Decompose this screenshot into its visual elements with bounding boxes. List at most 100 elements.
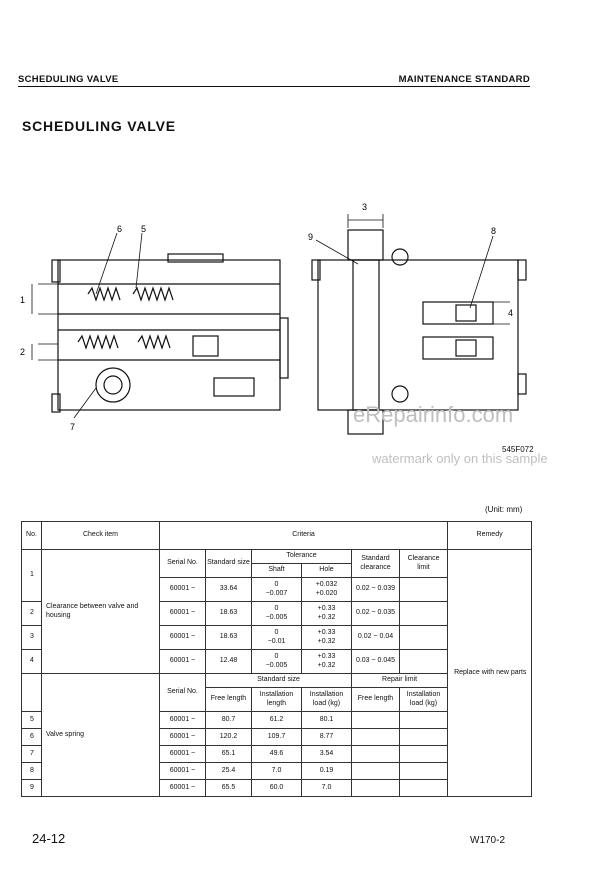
row-no: 3: [21, 625, 42, 650]
serial-cell: 60001 ~: [159, 779, 206, 797]
shaft-cell: 0−0.005: [251, 649, 302, 674]
page-number: 24-12: [32, 831, 66, 846]
center-column: [352, 259, 380, 411]
header-remedy: Remedy: [447, 521, 533, 550]
installation-length-cell: 49.6: [251, 745, 302, 763]
limit-cell: [398, 577, 449, 602]
repair-load-cell: [398, 711, 449, 729]
left-body-outline: [57, 259, 281, 411]
free-length-cell: 80.7: [205, 711, 252, 729]
free-length-cell: 65.5: [205, 779, 252, 797]
top-port: [347, 229, 384, 261]
installation-load-cell: 80.1: [301, 711, 352, 729]
limit-cell: [398, 649, 449, 674]
installation-load-cell: 7.0: [301, 779, 352, 797]
header-tolerance: Tolerance: [251, 549, 352, 564]
size-cell: 12.48: [205, 649, 252, 674]
free-length-cell: 65.1: [205, 745, 252, 763]
callout-2: 2: [20, 347, 25, 357]
repair-free-length-cell: [351, 711, 400, 729]
watermark-site: eRepairinfo.com: [353, 402, 514, 427]
repair-load-cell: [398, 728, 449, 746]
repair-load-cell: [398, 762, 449, 780]
header-no: No.: [21, 521, 42, 550]
limit-cell: [398, 625, 449, 650]
hole-lower: +0.020: [315, 589, 338, 597]
header-rule: [18, 86, 530, 87]
port-7: [95, 367, 131, 403]
header-hole: Hole: [301, 563, 352, 578]
hole-upper: +0.33: [317, 605, 336, 613]
figure-code: 545F072: [502, 445, 534, 454]
header-repair-free-length: Free length: [351, 687, 400, 712]
header-serial-no-spring: Serial No.: [159, 673, 206, 712]
row-no: 5: [21, 711, 42, 729]
installation-load-cell: 0.19: [301, 762, 352, 780]
header-standard-size: Standard size: [205, 549, 252, 578]
serial-cell: 60001 ~: [159, 762, 206, 780]
hole-cell: +0.032+0.020: [301, 577, 352, 602]
callout-4: 4: [508, 308, 513, 318]
repair-free-length-cell: [351, 745, 400, 763]
header-criteria: Criteria: [158, 521, 449, 550]
size-cell: 18.63: [205, 601, 252, 626]
header-standard-size-group: Standard size: [205, 673, 352, 688]
free-length-cell: 25.4: [205, 762, 252, 780]
right-cap: [279, 317, 289, 379]
left-flange-top: [51, 259, 61, 283]
callout-3: 3: [362, 202, 367, 212]
row-no: 7: [21, 745, 42, 763]
clearance-cell: 0.02 ~ 0.04: [351, 625, 400, 650]
header-shaft: Shaft: [251, 563, 302, 578]
bottom-circle: [391, 385, 409, 403]
installation-length-cell: 7.0: [251, 762, 302, 780]
row-no: 4: [21, 649, 42, 674]
hole-upper: +0.33: [317, 653, 336, 661]
check-item-clearance: Clearance between valve and housing: [41, 549, 160, 674]
left-flange-bottom: [51, 393, 61, 413]
row-no: 9: [21, 779, 42, 797]
size-cell: 18.63: [205, 625, 252, 650]
check-item-spring: Valve spring: [41, 673, 160, 797]
hole-lower: +0.32: [317, 661, 336, 669]
serial-cell: 60001 ~: [159, 625, 206, 650]
header-repair-limit: Repair limit: [350, 673, 449, 688]
repair-free-length-cell: [351, 728, 400, 746]
repair-free-length-cell: [351, 762, 400, 780]
shaft-upper: 0: [274, 581, 279, 589]
hole-lower: +0.32: [317, 637, 336, 645]
callout-8: 8: [491, 226, 496, 236]
row-no-blank: [21, 673, 42, 712]
maintenance-table: No. Check item Criteria Remedy 1 Clearan…: [21, 521, 533, 797]
clearance-cell: 0.03 ~ 0.045: [351, 649, 400, 674]
shaft-cell: 0−0.01: [251, 625, 302, 650]
spool-8: [455, 304, 477, 322]
hole-lower: +0.32: [317, 613, 336, 621]
left-view: [31, 232, 289, 419]
spool-land: [192, 335, 219, 357]
hole-upper: +0.032: [315, 581, 338, 589]
watermark-note: watermark only on this sample: [372, 451, 548, 466]
size-cell: 33.64: [205, 577, 252, 602]
shaft-cell: 0−0.007: [251, 577, 302, 602]
header-check-item: Check item: [41, 521, 160, 550]
right-flange-tr: [517, 259, 527, 281]
callout-9: 9: [308, 232, 313, 242]
check-valve: [213, 377, 255, 397]
right-flange-top: [311, 259, 321, 281]
spring-lower: [77, 334, 119, 350]
unit-note: (Unit: mm): [485, 505, 523, 514]
limit-cell: [398, 601, 449, 626]
row-no: 6: [21, 728, 42, 746]
row-no: 1: [21, 549, 42, 602]
lower-spool: [422, 336, 494, 360]
serial-cell: 60001 ~: [159, 745, 206, 763]
shaft-cell: 0−0.005: [251, 601, 302, 626]
header-standard-clearance: Standard clearance: [351, 549, 400, 578]
shaft-upper: 0: [274, 629, 279, 637]
repair-load-cell: [398, 745, 449, 763]
spool-lower-inner: [455, 339, 477, 357]
right-view: [311, 214, 527, 435]
serial-cell: 60001 ~: [159, 577, 206, 602]
header-free-length: Free length: [205, 687, 252, 712]
